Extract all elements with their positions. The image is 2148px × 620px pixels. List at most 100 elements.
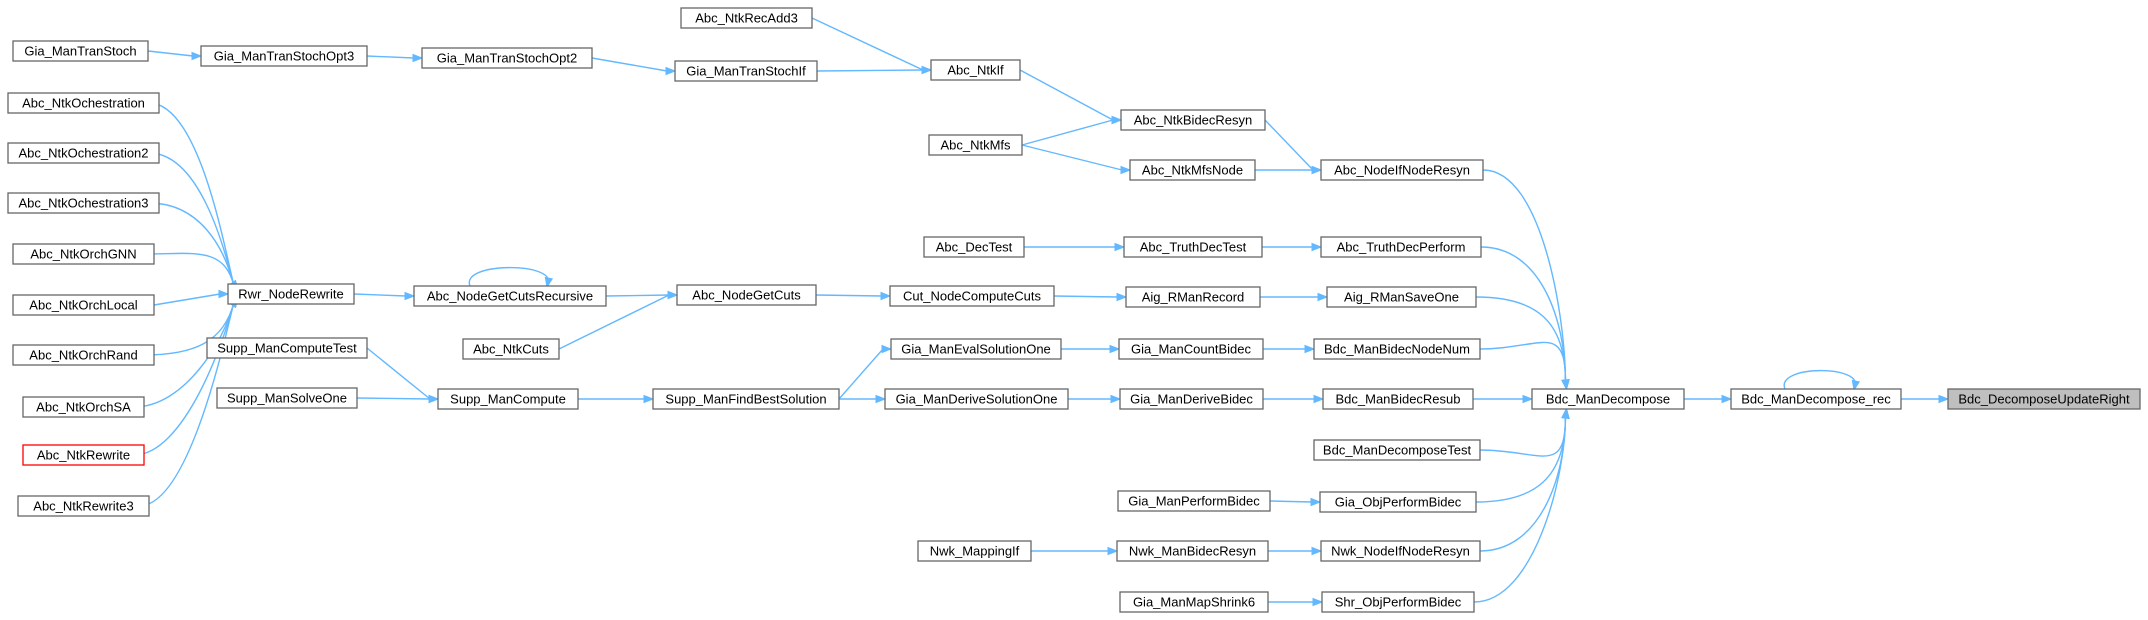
edge-supp_mancomputetest-to-supp_mancompute bbox=[366, 347, 440, 404]
node-supp-mansolveone[interactable]: Supp_ManSolveOne bbox=[216, 387, 358, 409]
node-aig-rmanrecord[interactable]: Aig_RManRecord bbox=[1125, 286, 1261, 308]
node-box bbox=[1320, 236, 1482, 258]
arrowhead-icon bbox=[1110, 394, 1122, 404]
node-label: Abc_NtkOrchGNN bbox=[30, 247, 136, 262]
node-abc-truthdecperform[interactable]: Abc_TruthDecPerform bbox=[1320, 236, 1482, 258]
edge-line bbox=[148, 202, 235, 287]
node-label: Gia_ManTranStoch bbox=[24, 44, 136, 59]
node-gia-manmapshrink6[interactable]: Gia_ManMapShrink6 bbox=[1119, 591, 1269, 613]
node-bdc-mandecompose-rec[interactable]: Bdc_ManDecompose_rec bbox=[1730, 388, 1902, 410]
node-abc-ntkrewrite3[interactable]: Abc_NtkRewrite3 bbox=[17, 495, 150, 517]
node-box bbox=[216, 387, 358, 409]
node-abc-ntkorchrand[interactable]: Abc_NtkOrchRand bbox=[12, 344, 155, 366]
edge-abc_ntkmfs-to-abc_ntkmfsnode bbox=[1021, 144, 1132, 175]
node-gia-mantranstoch[interactable]: Gia_ManTranStoch bbox=[12, 40, 149, 62]
node-abc-ntkochestration[interactable]: Abc_NtkOchestration bbox=[7, 92, 160, 114]
edge-gia_mantranstochif-to-abc_ntkif bbox=[816, 65, 933, 75]
node-nwk-mappingif[interactable]: Nwk_MappingIf bbox=[917, 540, 1032, 562]
arrowhead-icon bbox=[875, 394, 887, 404]
edge-abc_ntkochestration2-to-rwr_noderewrite bbox=[148, 152, 239, 292]
arrowhead-icon bbox=[1311, 546, 1323, 556]
node-abc-ntkcuts[interactable]: Abc_NtkCuts bbox=[462, 338, 560, 360]
node-bdc-decomposeupdateright[interactable]: Bdc_DecomposeUpdateRight bbox=[1947, 388, 2141, 410]
node-abc-ntkorchsa[interactable]: Abc_NtkOrchSA bbox=[22, 396, 145, 418]
node-gia-mancountbidec[interactable]: Gia_ManCountBidec bbox=[1118, 338, 1264, 360]
node-gia-manperformbidec[interactable]: Gia_ManPerformBidec bbox=[1117, 490, 1271, 512]
arrowhead-icon bbox=[1111, 115, 1123, 125]
edge-abc_nodegetcutsrecursive-to-abc_nodegetcuts bbox=[605, 290, 679, 300]
node-abc-ntkrewrite[interactable]: Abc_NtkRewrite bbox=[22, 444, 145, 466]
node-abc-ntkorchlocal[interactable]: Abc_NtkOrchLocal bbox=[12, 294, 155, 316]
node-gia-mantranstochopt2[interactable]: Gia_ManTranStochOpt2 bbox=[421, 47, 593, 69]
node-gia-manderivesolutionone[interactable]: Gia_ManDeriveSolutionOne bbox=[884, 388, 1069, 410]
node-label: Gia_ManEvalSolutionOne bbox=[901, 342, 1051, 357]
node-abc-truthdectest[interactable]: Abc_TruthDecTest bbox=[1123, 236, 1263, 258]
node-abc-ntkbidecresyn[interactable]: Abc_NtkBidecResyn bbox=[1120, 109, 1266, 131]
edge-line bbox=[1269, 500, 1313, 503]
node-rwr-noderewrite[interactable]: Rwr_NodeRewrite bbox=[227, 283, 355, 305]
edge-line bbox=[1053, 295, 1119, 298]
node-bdc-manbidecnodenum[interactable]: Bdc_ManBidecNodeNum bbox=[1313, 338, 1481, 360]
node-abc-ntkif[interactable]: Abc_NtkIf bbox=[930, 59, 1021, 81]
node-abc-nodegetcutsrecursive[interactable]: Abc_NodeGetCutsRecursive bbox=[413, 285, 607, 307]
node-abc-ntkochestration2[interactable]: Abc_NtkOchestration2 bbox=[7, 142, 160, 164]
node-gia-mantranstochopt3[interactable]: Gia_ManTranStochOpt3 bbox=[200, 45, 368, 67]
node-gia-mantranstochif[interactable]: Gia_ManTranStochIf bbox=[674, 60, 818, 82]
edge-bdc_mandecompose-to-bdc_mandecompose_rec bbox=[1684, 394, 1733, 404]
arrowhead-icon bbox=[1313, 394, 1325, 404]
node-aig-rmansaveone[interactable]: Aig_RManSaveOne bbox=[1326, 286, 1477, 308]
edge-abc_ntkmfsnode-to-abc_nodeifnoderesyn bbox=[1255, 165, 1323, 175]
node-gia-manevalsolutionone[interactable]: Gia_ManEvalSolutionOne bbox=[890, 338, 1062, 360]
edge-abc_ntkif-to-abc_ntkbidecresyn bbox=[1019, 69, 1123, 125]
node-label: Aig_RManSaveOne bbox=[1344, 290, 1459, 305]
node-box bbox=[652, 388, 840, 410]
node-nwk-manbidecresyn[interactable]: Nwk_ManBidecResyn bbox=[1116, 540, 1269, 562]
node-box bbox=[437, 388, 579, 410]
node-abc-ntkmfs[interactable]: Abc_NtkMfs bbox=[928, 134, 1023, 156]
edge-bdc_mandecomposetest-to-bdc_mandecompose bbox=[1479, 407, 1570, 457]
node-bdc-mandecompose[interactable]: Bdc_ManDecompose bbox=[1531, 388, 1685, 410]
node-box bbox=[1313, 338, 1481, 360]
node-label: Gia_ManTranStochOpt3 bbox=[214, 49, 354, 64]
node-nwk-nodeifnoderesyn[interactable]: Nwk_NodeIfNodeResyn bbox=[1320, 540, 1481, 562]
node-cut-nodecomputecuts[interactable]: Cut_NodeComputeCuts bbox=[889, 285, 1055, 307]
node-abc-ntkrecadd3[interactable]: Abc_NtkRecAdd3 bbox=[680, 7, 813, 29]
edge-supp_mancompute-to-supp_manfindbestsolution bbox=[578, 394, 655, 404]
node-box bbox=[1117, 490, 1271, 512]
node-abc-nodeifnoderesyn[interactable]: Abc_NodeIfNodeResyn bbox=[1320, 159, 1484, 181]
edge-line bbox=[605, 294, 670, 297]
node-label: Supp_ManComputeTest bbox=[217, 341, 357, 356]
arrowhead-icon bbox=[1311, 242, 1323, 252]
node-box bbox=[1313, 439, 1481, 461]
node-gia-manderivebidec[interactable]: Gia_ManDeriveBidec bbox=[1119, 388, 1264, 410]
node-abc-ntkochestration3[interactable]: Abc_NtkOchestration3 bbox=[7, 192, 160, 214]
edge-abc_ntkochestration-to-rwr_noderewrite bbox=[148, 102, 239, 292]
node-abc-ntkmfsnode[interactable]: Abc_NtkMfsNode bbox=[1129, 159, 1256, 181]
node-abc-ntkorchgnn[interactable]: Abc_NtkOrchGNN bbox=[12, 243, 155, 265]
node-bdc-mandecomposetest[interactable]: Bdc_ManDecomposeTest bbox=[1313, 439, 1481, 461]
edge-gia_mantranstochopt3-to-gia_mantranstochopt2 bbox=[366, 53, 424, 63]
edge-line bbox=[1264, 119, 1314, 171]
node-label: Abc_DecTest bbox=[936, 240, 1013, 255]
edge-abc_truthdecperform-to-bdc_mandecompose bbox=[1480, 246, 1570, 391]
node-abc-dectest[interactable]: Abc_DecTest bbox=[923, 236, 1025, 258]
node-label: Abc_NtkMfs bbox=[940, 138, 1011, 153]
node-box bbox=[7, 92, 160, 114]
edge-line bbox=[1021, 119, 1114, 146]
node-supp-mancompute[interactable]: Supp_ManCompute bbox=[437, 388, 579, 410]
edge-line bbox=[1021, 144, 1123, 171]
node-box bbox=[421, 47, 593, 69]
edge-gia_mantranstoch-to-gia_mantranstochopt3 bbox=[147, 50, 203, 61]
node-bdc-manbidecresub[interactable]: Bdc_ManBidecResub bbox=[1322, 388, 1474, 410]
arrowhead-icon bbox=[1851, 379, 1861, 392]
node-box bbox=[206, 337, 368, 359]
node-abc-nodegetcuts[interactable]: Abc_NodeGetCuts bbox=[676, 284, 817, 306]
node-supp-manfindbestsolution[interactable]: Supp_ManFindBestSolution bbox=[652, 388, 840, 410]
node-box bbox=[1116, 540, 1269, 562]
node-box bbox=[1322, 388, 1474, 410]
node-supp-mancomputetest[interactable]: Supp_ManComputeTest bbox=[206, 337, 368, 359]
edge-abc_nodeifnoderesyn-to-bdc_mandecompose bbox=[1482, 169, 1570, 391]
node-gia-objperformbidec[interactable]: Gia_ObjPerformBidec bbox=[1319, 491, 1477, 513]
node-shr-objperformbidec[interactable]: Shr_ObjPerformBidec bbox=[1321, 591, 1475, 613]
edges-layer bbox=[133, 17, 1950, 607]
